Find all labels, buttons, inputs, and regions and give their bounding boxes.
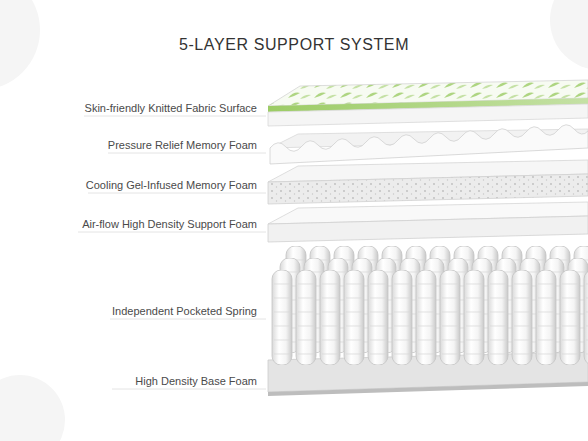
layer-label: Independent Pocketed Spring [110,304,257,318]
pocketed-springs [270,246,588,365]
memory-foam-layer [270,125,588,164]
support-foam-layer [268,202,588,242]
gel-foam-layer [268,160,588,204]
layer-label: Cooling Gel-Infused Memory Foam [84,178,257,192]
diagram-title: 5-LAYER SUPPORT SYSTEM [0,36,588,54]
layer-label: High Density Base Foam [133,374,257,388]
leader-lines [78,116,266,389]
layer-label: Air-flow High Density Support Foam [80,217,257,231]
layer-label: Skin-friendly Knitted Fabric Surface [83,101,257,115]
fabric-layer [268,80,588,126]
layer-label: Pressure Relief Memory Foam [106,138,257,152]
